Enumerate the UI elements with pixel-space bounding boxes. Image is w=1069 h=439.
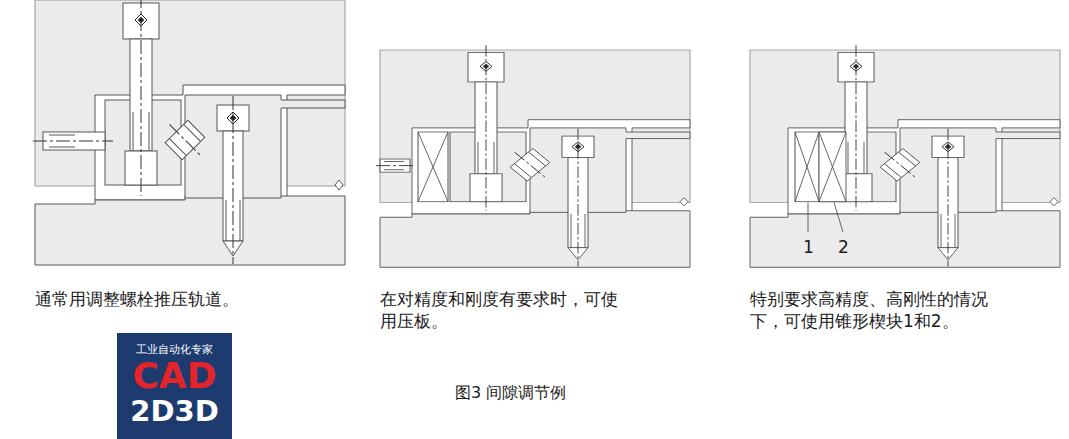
housing-cavity bbox=[788, 120, 1060, 214]
bolt-thread bbox=[848, 142, 849, 174]
logo-box: 工业自动化专家CAD2D3D bbox=[117, 333, 232, 439]
bolt-thread bbox=[585, 214, 586, 248]
screw-thread bbox=[384, 169, 404, 170]
ring-marker bbox=[1050, 198, 1058, 206]
centerline bbox=[578, 129, 579, 267]
wedge-cross bbox=[795, 132, 819, 202]
centerline bbox=[948, 129, 949, 267]
screw-thread bbox=[384, 161, 404, 162]
wedge-cross bbox=[819, 132, 846, 202]
bolt-thread bbox=[133, 112, 134, 151]
figure-caption: 图3 间隙调节例 bbox=[455, 383, 566, 404]
bolt-thread bbox=[226, 200, 227, 241]
wedge-cross bbox=[819, 132, 846, 202]
outer-ring bbox=[530, 128, 690, 212]
centerline bbox=[233, 96, 234, 264]
centerline bbox=[33, 141, 113, 142]
logo-mark: CAD bbox=[132, 356, 216, 396]
bolt-thread bbox=[240, 200, 241, 241]
base-housing bbox=[35, 196, 345, 265]
bolt-thread bbox=[494, 142, 495, 174]
bolt-thread bbox=[571, 214, 572, 248]
plate-cross bbox=[418, 132, 448, 202]
centerline bbox=[884, 152, 915, 178]
base-housing bbox=[750, 211, 1060, 268]
cross-roller bbox=[158, 113, 212, 167]
leader-line bbox=[834, 203, 843, 233]
ring-marker bbox=[680, 198, 688, 206]
centerline bbox=[514, 152, 545, 178]
wedge-cross bbox=[795, 132, 819, 202]
logo-mark: 2D3D bbox=[130, 396, 219, 428]
pressure-plate bbox=[418, 132, 448, 202]
callout-number: 2 bbox=[838, 236, 849, 258]
cross-section-figure bbox=[750, 45, 1060, 267]
plate-cross bbox=[418, 132, 448, 202]
logo-tagline: 工业自动化专家 bbox=[136, 344, 213, 356]
centerline bbox=[376, 165, 416, 166]
cross-roller bbox=[503, 143, 557, 187]
screw-thread bbox=[49, 147, 75, 148]
cross-section-figure bbox=[33, 0, 345, 265]
bolt-thread bbox=[941, 214, 942, 248]
leader-line bbox=[808, 203, 809, 233]
bolt-thread bbox=[955, 214, 956, 248]
figure-note: 通常用调整螺栓推压轨道。 bbox=[35, 288, 239, 310]
roller-line bbox=[514, 164, 531, 178]
bolt-thread bbox=[478, 142, 479, 174]
roller-line bbox=[899, 152, 916, 166]
figure-note: 特别要求高精度、高刚性的情况下，可使用锥形楔块1和2。 bbox=[750, 288, 1000, 332]
roller-line bbox=[884, 164, 901, 178]
ring-marker bbox=[335, 180, 343, 190]
bolt-thread bbox=[149, 112, 150, 151]
figure-note: 在对精度和刚度有要求时，可使用压板。 bbox=[380, 288, 630, 332]
outer-ring bbox=[900, 128, 1060, 212]
roller-line bbox=[169, 139, 186, 156]
callout-number: 1 bbox=[803, 236, 814, 258]
cross-roller bbox=[873, 143, 927, 187]
roller-body bbox=[880, 149, 920, 181]
housing-cavity bbox=[412, 120, 690, 214]
centerline bbox=[486, 45, 487, 211]
roller-body bbox=[165, 120, 205, 160]
taper-wedge bbox=[819, 132, 846, 202]
roller-line bbox=[184, 124, 201, 141]
cross-section-figure bbox=[376, 45, 690, 267]
centerline bbox=[141, 0, 142, 196]
taper-wedge bbox=[795, 132, 819, 202]
centerline bbox=[856, 45, 857, 211]
roller-body bbox=[510, 149, 550, 181]
screw-thread bbox=[49, 135, 75, 136]
roller-line bbox=[529, 152, 546, 166]
base-housing bbox=[380, 211, 690, 268]
centerline bbox=[169, 124, 200, 155]
outer-ring bbox=[185, 95, 345, 198]
bolt-thread bbox=[864, 142, 865, 174]
